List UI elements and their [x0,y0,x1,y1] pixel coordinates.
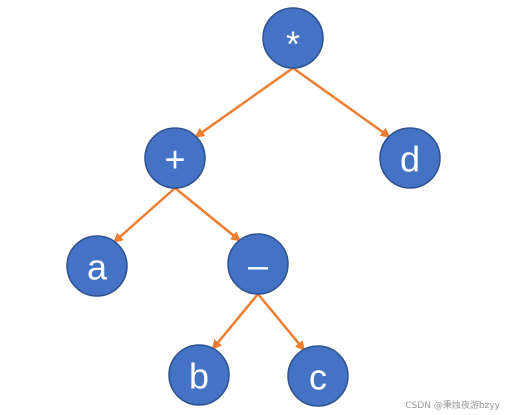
node-label-b: b [189,356,209,397]
tree-node-minus: – [227,233,289,295]
edge-root-plus [194,66,294,138]
edges-layer [113,66,391,352]
tree-node-root: * [262,7,324,69]
node-label-d: d [400,139,420,180]
edge-minus-c [257,293,306,352]
node-circle-plus [144,127,206,189]
node-circle-d [379,127,441,189]
node-circle-c [287,345,349,407]
watermark: CSDN @秉烛夜游bzyy [405,401,500,411]
edge-plus-a [113,187,176,244]
node-circle-b [168,344,230,406]
tree-node-a: a [66,235,128,297]
node-label-root: * [286,24,300,65]
edge-root-d [292,66,391,138]
node-circle-a [66,235,128,297]
tree-node-b: b [168,344,230,406]
tree-node-plus: + [144,127,206,189]
nodes-layer: * + d a – b c [66,7,441,407]
tree-node-d: d [379,127,441,189]
node-circle-root [262,7,324,69]
node-label-minus: – [248,245,268,286]
node-circle-minus [227,233,289,295]
edge-minus-b [211,293,259,351]
node-label-a: a [87,247,108,288]
tree-node-c: c [287,345,349,407]
edge-plus-minus [174,187,242,242]
node-label-c: c [309,357,327,398]
node-label-plus: + [164,139,185,180]
